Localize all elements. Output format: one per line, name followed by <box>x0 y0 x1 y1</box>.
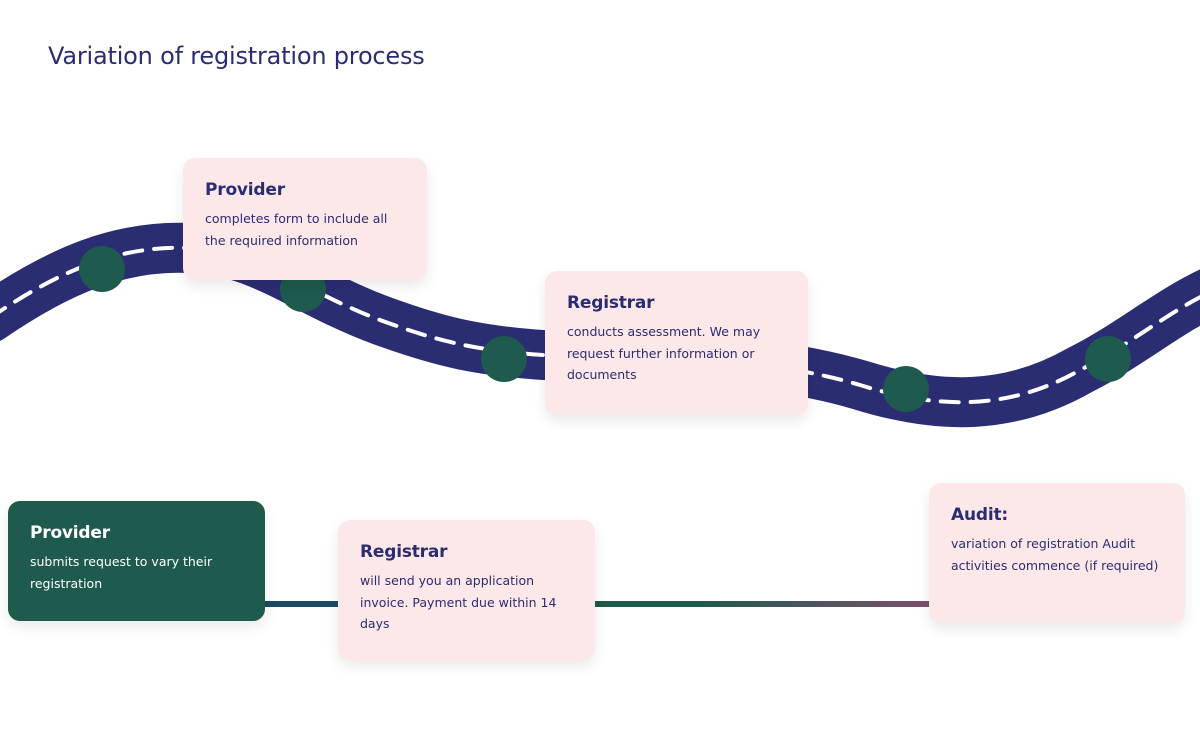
road-marker <box>883 366 929 412</box>
step-description: conducts assessment. We may request furt… <box>567 324 761 382</box>
road-step-card-provider: Provider completes form to include all t… <box>183 158 427 280</box>
road-marker <box>1085 336 1131 382</box>
step-actor: Provider <box>30 523 110 543</box>
timeline-step-card-provider: Provider submits request to vary their r… <box>8 501 265 621</box>
timeline-connector-gradient <box>594 601 932 607</box>
step-actor: Audit: <box>951 505 1008 525</box>
timeline-step-card-registrar: Registrar will send you an application i… <box>338 520 595 660</box>
step-actor: Provider <box>205 180 285 200</box>
step-actor: Registrar <box>360 542 448 562</box>
step-actor: Registrar <box>567 293 655 313</box>
step-description: variation of registration Audit activiti… <box>951 536 1159 573</box>
road-step-card-registrar: Registrar conducts assessment. We may re… <box>545 271 808 415</box>
road-marker <box>481 336 527 382</box>
step-description: submits request to vary their registrati… <box>30 554 213 591</box>
timeline-step-card-audit: Audit: variation of registration Audit a… <box>929 483 1185 623</box>
step-description: will send you an application invoice. Pa… <box>360 573 557 631</box>
timeline-connector <box>262 601 342 607</box>
step-description: completes form to include all the requir… <box>205 211 388 248</box>
page-title: Variation of registration process <box>48 42 425 70</box>
road-marker <box>79 246 125 292</box>
